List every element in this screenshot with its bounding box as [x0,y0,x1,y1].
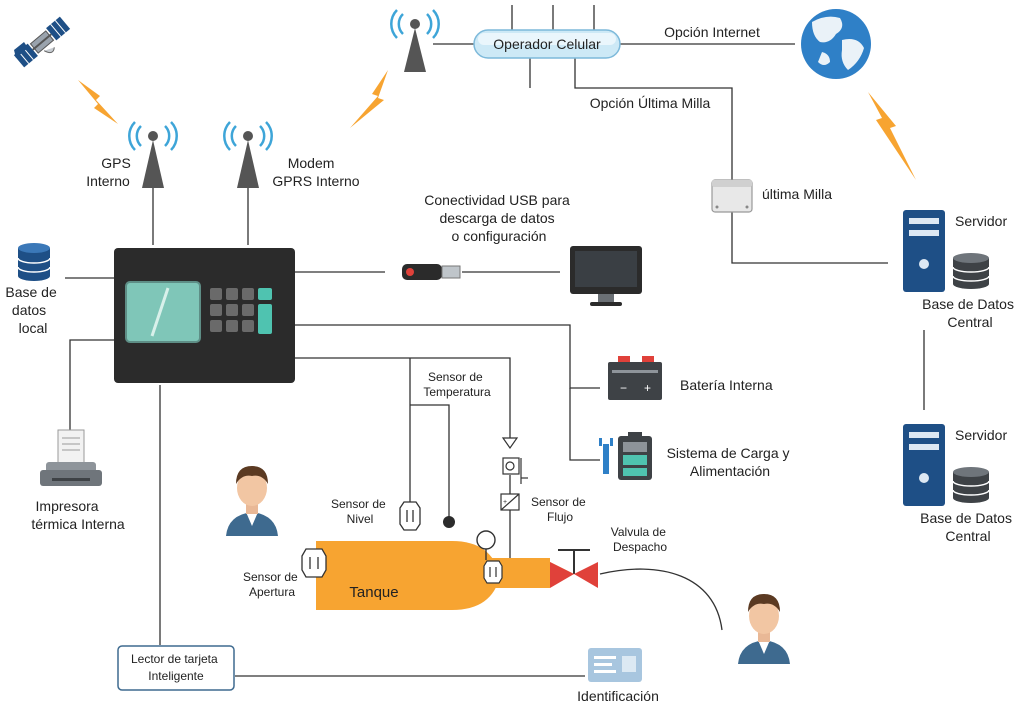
flow-sensor-icon: + [500,437,528,511]
operador-celular-label: Operador Celular [493,36,601,52]
level-sensor-icon [399,501,421,531]
person-avatar-icon [738,594,790,664]
central-database-label: Base de Datos Central [920,510,1016,544]
server-icon [903,424,945,506]
pipe-sensor-icon [483,560,503,584]
svg-text:+: + [644,381,651,395]
temperature-probe-icon [443,516,455,528]
local-database-icon [17,243,51,281]
server-label: Servidor [955,427,1007,443]
central-database-icon [952,253,990,289]
dispatch-valve-icon [550,549,598,588]
identification-label: Identificación [577,688,659,704]
central-database-icon [952,467,990,503]
battery-label: Batería Interna [680,377,773,393]
telemetry-controller-device [114,248,295,383]
modem-antenna-icon [223,121,273,188]
svg-text:+: + [503,499,507,506]
opcion-internet-label: Opción Internet [664,24,760,40]
printer-label: Impresora térmica Interna [31,498,125,532]
ultima-milla-box-icon [711,179,753,213]
opening-sensor-icon [301,548,327,578]
person-avatar-icon [226,466,278,536]
cell-tower-icon [390,9,440,72]
lightning-bolt-icon [868,92,916,180]
svg-text:−: − [620,381,627,395]
keypad [210,288,272,334]
charging-system-label: Sistema de Carga y Alimentación [667,445,794,479]
smart-card-reader: Lector de tarjeta Inteligente [117,645,235,691]
server-label: Servidor [955,213,1007,229]
central-database-label: Base de Datos Central [922,296,1018,330]
satellite-icon [13,16,71,68]
opening-sensor-label: Sensor de Apertura [243,570,301,599]
usb-connectivity-label: Conectividad USB para descarga de datos … [424,192,573,244]
operador-celular-node: Operador Celular [473,29,621,59]
gps-antenna-icon [128,121,178,188]
id-card-icon [588,648,642,682]
temperature-sensor-label: Sensor de Temperatura [423,370,491,399]
lightning-bolt-icon [350,70,388,128]
charging-system-icon [599,432,652,480]
card-reader-label: Lector de tarjeta Inteligente [131,652,221,683]
thermal-printer-icon [40,429,102,486]
modem-label: Modem GPRS Interno [272,155,359,189]
usb-stick-icon [402,264,461,280]
computer-monitor-icon [570,246,642,306]
tank-label: Tanque [349,584,398,601]
local-database-label: Base de datos local [5,284,60,336]
lightning-bolt-icon [78,80,118,124]
opcion-ultima-milla-label: Opción Última Milla [590,95,711,111]
battery-icon: − + [608,356,662,400]
server-icon [903,210,945,292]
flow-sensor-label: Sensor de Flujo [531,495,589,524]
valve-label: Valvula de Despacho [611,525,670,554]
level-sensor-label: Sensor de Nivel [331,497,389,526]
ultima-milla-label: última Milla [762,186,832,202]
gps-label: GPS Interno [86,155,135,189]
globe-icon [801,9,871,79]
